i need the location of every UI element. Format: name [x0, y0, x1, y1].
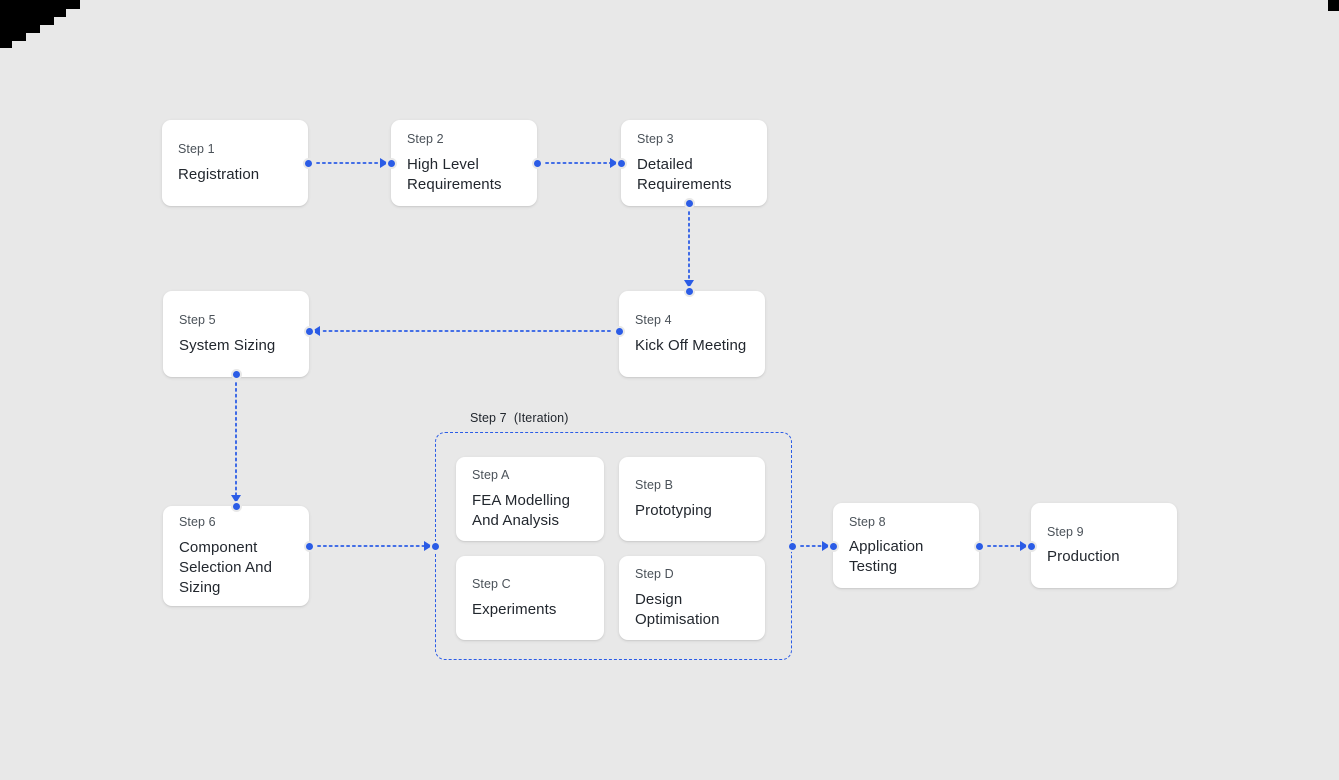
connector-dot-target[interactable]: [429, 540, 441, 552]
connector-dot-source[interactable]: [230, 368, 242, 380]
connector-step4-to-step5: [299, 321, 629, 343]
node-step-label: Step C: [472, 577, 511, 592]
connector-dot-source[interactable]: [786, 540, 798, 552]
node-step-label: Step D: [635, 567, 674, 582]
node-step1[interactable]: Step 1 Registration: [162, 120, 308, 206]
node-step-title: Production: [1047, 548, 1120, 566]
node-step-label: Step B: [635, 478, 674, 493]
node-step-label: Step 3: [637, 132, 674, 147]
connector-dot-target[interactable]: [230, 500, 242, 512]
corner-top-left-segment: [0, 25, 40, 33]
corner-top-left-segment: [0, 41, 12, 48]
connector-step5-to-step6: [226, 364, 248, 516]
connector-step3-to-step4: [679, 193, 701, 301]
connector-dot-source[interactable]: [683, 197, 695, 209]
node-stepB[interactable]: Step B Prototyping: [619, 457, 765, 541]
connector-dot-target[interactable]: [615, 157, 627, 169]
connector-dot-source[interactable]: [302, 157, 314, 169]
node-step-title: Registration: [178, 165, 260, 183]
connector-dot-target[interactable]: [683, 285, 695, 297]
node-step-label: Step 8: [849, 514, 886, 529]
node-step-label: Step 6: [179, 515, 216, 530]
node-step-title: Kick Off Meeting: [635, 336, 747, 354]
connector-dot-target[interactable]: [385, 157, 397, 169]
node-step-label: Step 2: [407, 132, 444, 147]
corner-top-left-segment: [0, 17, 54, 25]
node-step-label: Step 4: [635, 313, 672, 328]
corner-top-right-segment: [1328, 0, 1339, 11]
connector-dot-target[interactable]: [827, 540, 839, 552]
node-step-title: Prototyping: [635, 501, 712, 519]
connector-dot-source[interactable]: [613, 325, 625, 337]
corner-top-left-segment: [0, 9, 66, 17]
node-step4[interactable]: Step 4 Kick Off Meeting: [619, 291, 765, 377]
connector-dot-source[interactable]: [531, 157, 543, 169]
connector-dot-source[interactable]: [303, 540, 315, 552]
node-step-label: Step A: [472, 468, 510, 483]
node-step-label: Step 5: [179, 313, 216, 328]
connector-step6-to-step7: [299, 536, 445, 558]
node-step-title: System Sizing: [179, 336, 276, 354]
node-step-title: Experiments: [472, 600, 557, 618]
connector-dot-source[interactable]: [973, 540, 985, 552]
node-step5[interactable]: Step 5 System Sizing: [163, 291, 309, 377]
corner-top-left-segment: [0, 33, 26, 41]
node-step9[interactable]: Step 9 Production: [1031, 503, 1177, 588]
group-label-step7: Step 7 (Iteration): [470, 411, 569, 425]
corner-top-left-segment: [0, 0, 80, 9]
node-step-label: Step 9: [1047, 524, 1084, 539]
node-stepC[interactable]: Step C Experiments: [456, 556, 604, 640]
connector-dot-target[interactable]: [1025, 540, 1037, 552]
connector-dot-target[interactable]: [303, 325, 315, 337]
node-step-label: Step 1: [178, 142, 215, 157]
